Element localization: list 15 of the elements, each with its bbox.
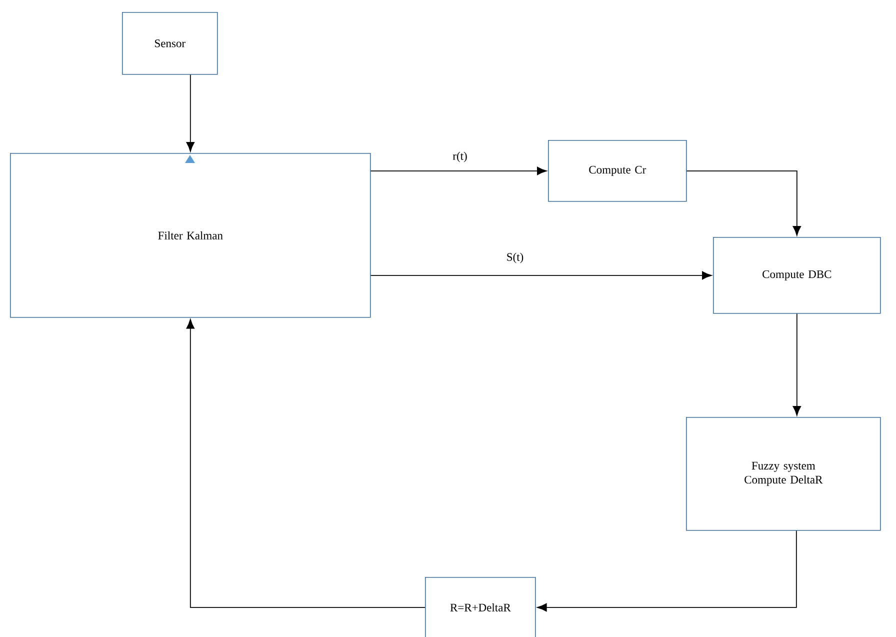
arrow bbox=[537, 530, 797, 612]
process-box: Compute DBC bbox=[713, 237, 881, 314]
arrow bbox=[370, 271, 712, 280]
process-box: Compute Cr bbox=[548, 140, 687, 202]
process-box: Filter Kalman bbox=[10, 153, 371, 318]
edge-label: r(t) bbox=[452, 150, 468, 164]
process-box: R=R+DeltaR bbox=[425, 577, 536, 637]
arrow bbox=[186, 319, 426, 608]
arrow bbox=[686, 170, 802, 236]
edge-label: S(t) bbox=[505, 252, 525, 264]
process-box: Fuzzy system Compute DeltaR bbox=[686, 417, 881, 531]
arrow bbox=[792, 313, 802, 416]
process-box: Sensor bbox=[122, 12, 218, 75]
arrow bbox=[370, 166, 547, 176]
arrow bbox=[186, 74, 195, 152]
